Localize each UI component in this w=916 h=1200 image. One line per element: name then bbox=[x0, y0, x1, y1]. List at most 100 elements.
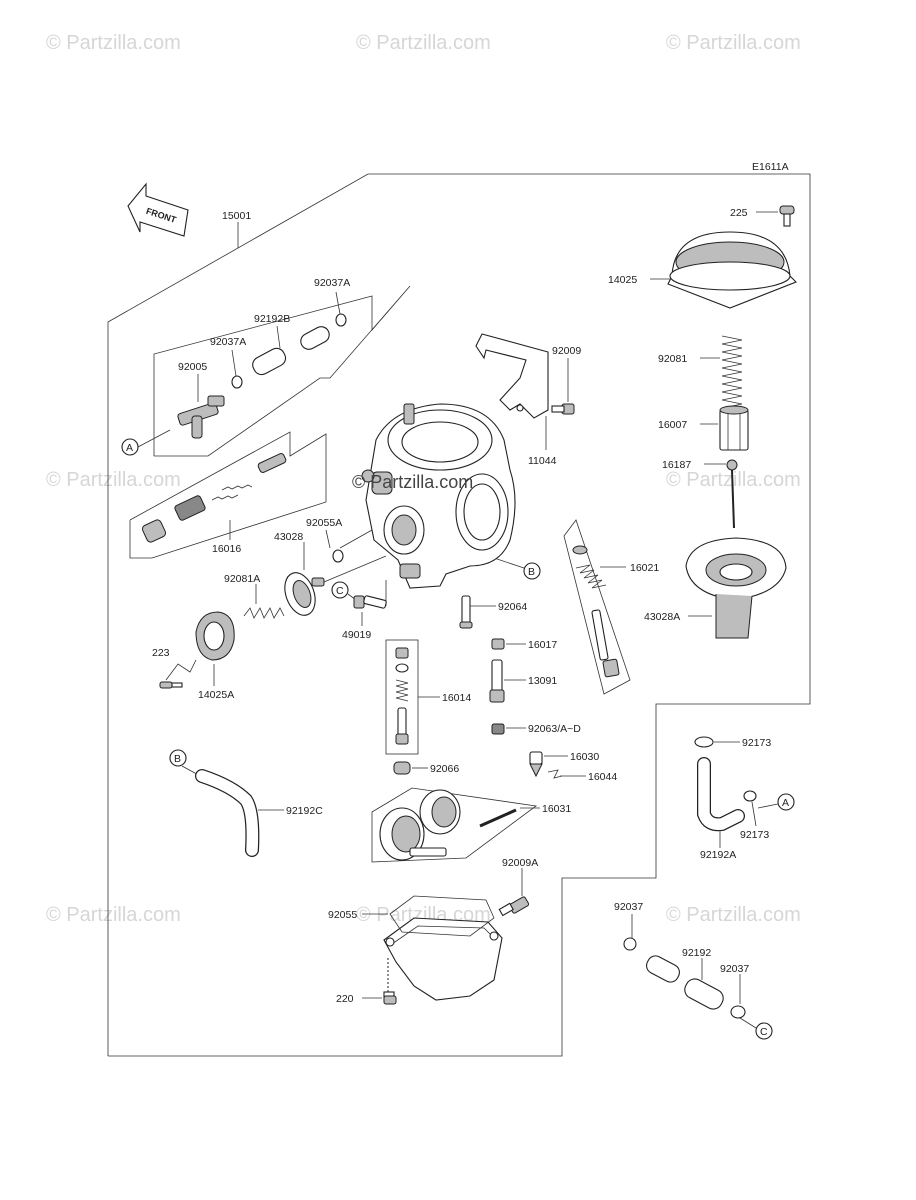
part-label-92037A: 92037A bbox=[314, 277, 350, 289]
part-92064-screw bbox=[459, 595, 473, 629]
part-92005-tee-fitting bbox=[177, 395, 225, 439]
part-label-14025A: 14025A bbox=[198, 689, 234, 701]
part-label-92066: 92066 bbox=[430, 763, 459, 775]
part-label-16017: 16017 bbox=[528, 639, 557, 651]
part-92055-gasket bbox=[389, 895, 495, 937]
watermark-grid: © Partzilla.com © Partzilla.com © Partzi… bbox=[46, 32, 801, 926]
part-16187-jet-needle bbox=[726, 459, 738, 529]
part-label-16016: 16016 bbox=[212, 543, 241, 555]
part-label-92192B: 92192B bbox=[254, 313, 290, 325]
callout-b: B bbox=[493, 557, 541, 580]
part-16007-needle-holder bbox=[719, 405, 749, 451]
subgroup-outline bbox=[371, 787, 538, 863]
subgroup-outline bbox=[153, 285, 411, 457]
part-14025A-cover bbox=[195, 611, 235, 661]
part-16021-needle-jet bbox=[572, 545, 620, 678]
part-92066-plug bbox=[393, 761, 411, 775]
part-label-92081A: 92081A bbox=[224, 573, 260, 585]
part-label-92005: 92005 bbox=[178, 361, 207, 373]
part-label-92055A: 92055A bbox=[306, 517, 342, 529]
part-92192B-hose bbox=[252, 326, 330, 376]
front-arrow-icon: FRONT bbox=[127, 182, 189, 237]
part-label-92009: 92009 bbox=[552, 345, 581, 357]
part-223-screw bbox=[159, 681, 183, 689]
callout-a: A bbox=[121, 429, 171, 456]
part-label-92037A: 92037A bbox=[210, 336, 246, 348]
part-92009A-drain-screw bbox=[498, 896, 530, 917]
callout-a: A bbox=[757, 793, 795, 811]
part-11044-bracket bbox=[475, 333, 549, 419]
part-label-92009A: 92009A bbox=[502, 857, 538, 869]
part-92192A-hose bbox=[697, 757, 745, 832]
part-label-92063: 92063/A~D bbox=[528, 723, 581, 735]
part-49019-air-screw bbox=[353, 595, 387, 609]
diagram-code: E1611A bbox=[752, 161, 789, 173]
part-label-92192A: 92192A bbox=[700, 849, 736, 861]
carburetor-body bbox=[361, 403, 516, 589]
watermark-text: © Partzilla.com bbox=[666, 904, 801, 926]
watermark-text: © Partzilla.com bbox=[46, 904, 181, 926]
part-label-92173: 92173 bbox=[742, 737, 771, 749]
part-92055A-o-ring bbox=[332, 549, 344, 563]
part-label-16014: 16014 bbox=[442, 692, 471, 704]
part-label-43028A: 43028A bbox=[644, 611, 680, 623]
callout-c: C bbox=[331, 581, 357, 601]
part-14025-cover bbox=[667, 231, 797, 309]
part-label-16187: 16187 bbox=[662, 459, 691, 471]
part-label-92173: 92173 bbox=[740, 829, 769, 841]
part-label-11044: 11044 bbox=[528, 455, 557, 467]
part-220-screw bbox=[383, 958, 397, 1005]
part-16031-float bbox=[379, 789, 517, 861]
part-label-49019: 49019 bbox=[342, 629, 371, 641]
part-92009-bolt bbox=[551, 403, 575, 415]
part-label-92064: 92064 bbox=[498, 601, 527, 613]
part-label-225: 225 bbox=[730, 207, 748, 219]
svg-text:C: C bbox=[760, 1026, 768, 1038]
part-16017-jet bbox=[491, 638, 505, 650]
part-label-16007: 16007 bbox=[658, 419, 687, 431]
subgroup-outline bbox=[563, 519, 631, 695]
part-92037A-clip bbox=[231, 313, 347, 389]
part-43028-diaphragm bbox=[284, 572, 325, 616]
part-92037-clip bbox=[623, 937, 746, 1019]
part-label-92192C: 92192C bbox=[286, 805, 323, 817]
part-label-43028: 43028 bbox=[274, 531, 303, 543]
watermark-text: © Partzilla.com bbox=[666, 32, 801, 54]
callout-c: C bbox=[739, 1017, 773, 1040]
part-16016-pump-assembly bbox=[141, 453, 287, 543]
svg-text:B: B bbox=[174, 753, 181, 765]
part-label-220: 220 bbox=[336, 993, 354, 1005]
part-label-13091: 13091 bbox=[528, 675, 557, 687]
svg-text:A: A bbox=[126, 442, 133, 454]
float-bowl bbox=[383, 917, 503, 1001]
part-label-223: 223 bbox=[152, 647, 170, 659]
subgroup-outline bbox=[129, 431, 327, 559]
watermark-text: © Partzilla.com bbox=[46, 32, 181, 54]
part-16014-pilot-jet-set bbox=[395, 647, 409, 745]
part-label-92037: 92037 bbox=[614, 901, 643, 913]
svg-text:B: B bbox=[528, 566, 535, 578]
part-92063-jet bbox=[491, 723, 505, 735]
part-label-92037: 92037 bbox=[720, 963, 749, 975]
part-label-16021: 16021 bbox=[630, 562, 659, 574]
callout-b: B bbox=[169, 749, 205, 779]
part-label-92055: 92055 bbox=[328, 909, 357, 921]
part-92173-clip bbox=[694, 736, 757, 802]
svg-text:A: A bbox=[782, 797, 789, 809]
part-92081A-spring bbox=[243, 607, 285, 619]
watermark-text: © Partzilla.com bbox=[46, 469, 181, 491]
part-label-16031: 16031 bbox=[542, 803, 571, 815]
part-92192-hose bbox=[646, 955, 724, 1010]
part-43028A-diaphragm-slide bbox=[685, 537, 787, 639]
part-16044-clip bbox=[547, 769, 563, 779]
part-92192C-hose bbox=[195, 769, 260, 857]
watermark-text: © Partzilla.com bbox=[666, 469, 801, 491]
part-label-92192: 92192 bbox=[682, 947, 711, 959]
center-watermark: © Partzilla.com bbox=[352, 472, 473, 492]
svg-text:C: C bbox=[336, 585, 344, 597]
part-label-16030: 16030 bbox=[570, 751, 599, 763]
part-label-14025: 14025 bbox=[608, 274, 637, 286]
part-92081-spring bbox=[721, 335, 743, 413]
part-label-16044: 16044 bbox=[588, 771, 617, 783]
